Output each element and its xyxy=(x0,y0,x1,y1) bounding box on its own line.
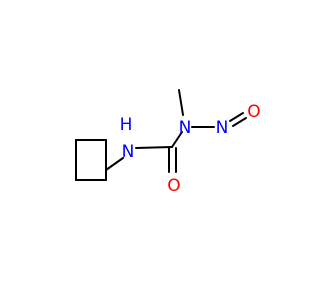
methyl-bond xyxy=(178,89,184,116)
atom-label-n-nitroso: N xyxy=(216,118,229,138)
carbonyl-double-bond xyxy=(168,147,177,173)
atom-label-nh: N xyxy=(122,142,135,162)
molecule-structure: H N N N O O xyxy=(75,89,261,196)
atom-label-o-carbonyl: O xyxy=(167,176,180,196)
nitroso-double-bond xyxy=(229,112,247,127)
cyclobutane-ring xyxy=(75,139,107,181)
bond-ring-to-nh xyxy=(105,157,124,171)
atom-label-n-methyl: N xyxy=(179,118,192,138)
atom-label-h: H xyxy=(120,115,133,135)
bond-nh-to-carbonyl-carbon xyxy=(135,146,173,149)
atom-label-o-nitroso: O xyxy=(247,102,260,122)
bond-carbonyl-carbon-to-n-methyl xyxy=(171,131,183,148)
